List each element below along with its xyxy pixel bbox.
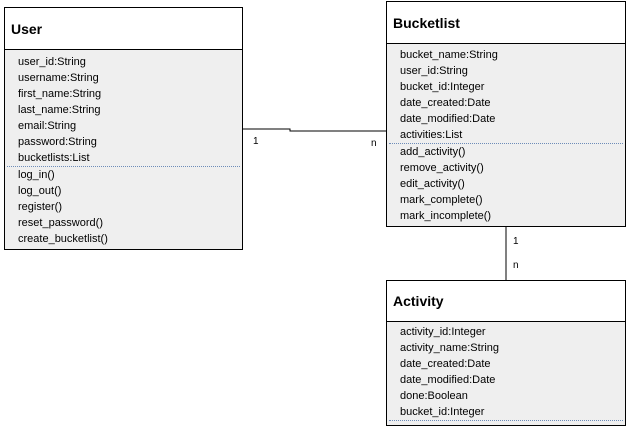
attribute: bucketlists:List (18, 152, 90, 164)
attribute: date_created:Date (400, 97, 491, 109)
class-activity-divider (389, 420, 623, 421)
class-bucketlist-attributes: bucket_name:String user_id:String bucket… (387, 44, 625, 143)
attribute: done:Boolean (400, 390, 468, 402)
attribute: activity_id:Integer (400, 326, 486, 338)
method: log_in() (18, 169, 55, 181)
class-bucketlist-divider (389, 143, 623, 144)
attribute: email:String (18, 120, 77, 132)
class-bucketlist[interactable]: Bucketlist bucket_name:String user_id:St… (386, 1, 626, 227)
method: mark_complete() (400, 194, 483, 206)
class-activity-attributes: activity_id:Integer activity_name:String… (387, 322, 625, 420)
multiplicity-activity-end: n (513, 260, 519, 271)
class-user-body: user_id:String username:String first_nam… (5, 50, 242, 249)
method: log_out() (18, 185, 62, 197)
attribute: date_created:Date (400, 358, 491, 370)
class-user[interactable]: User user_id:String username:String firs… (4, 7, 243, 250)
method: mark_incomplete() (400, 210, 492, 222)
attribute: first_name:String (18, 88, 102, 100)
attribute: activity_name:String (400, 342, 500, 354)
class-user-attributes: user_id:String username:String first_nam… (5, 50, 242, 166)
class-bucketlist-body: bucket_name:String user_id:String bucket… (387, 44, 625, 226)
association-user-bucketlist (243, 128, 386, 132)
class-activity[interactable]: Activity activity_id:Integer activity_na… (386, 280, 626, 426)
method: reset_password() (18, 217, 103, 229)
method: edit_activity() (400, 178, 465, 190)
multiplicity-bucketlist-top: 1 (513, 236, 519, 247)
class-user-methods: log_in() log_out() register() reset_pass… (5, 167, 242, 247)
class-user-title: User (5, 8, 242, 50)
method: remove_activity() (400, 162, 484, 174)
class-activity-body: activity_id:Integer activity_name:String… (387, 322, 625, 425)
attribute: username:String (18, 72, 99, 84)
attribute: date_modified:Date (400, 374, 496, 386)
attribute: bucket_id:Integer (400, 406, 485, 418)
class-bucketlist-methods: add_activity() remove_activity() edit_ac… (387, 144, 625, 224)
class-bucketlist-title: Bucketlist (387, 2, 625, 44)
attribute: bucket_name:String (400, 49, 498, 61)
method: add_activity() (400, 146, 466, 158)
attribute: user_id:String (400, 65, 468, 77)
class-activity-title: Activity (387, 281, 625, 322)
method: register() (18, 201, 63, 213)
method: create_bucketlist() (18, 233, 108, 245)
multiplicity-user-end: 1 (253, 136, 259, 147)
class-user-divider (7, 166, 240, 167)
attribute: activities:List (400, 129, 463, 141)
attribute: password:String (18, 136, 97, 148)
attribute: user_id:String (18, 56, 86, 68)
attribute: date_modified:Date (400, 113, 496, 125)
attribute: bucket_id:Integer (400, 81, 485, 93)
multiplicity-bucketlist-end: n (371, 138, 377, 149)
attribute: last_name:String (18, 104, 101, 116)
